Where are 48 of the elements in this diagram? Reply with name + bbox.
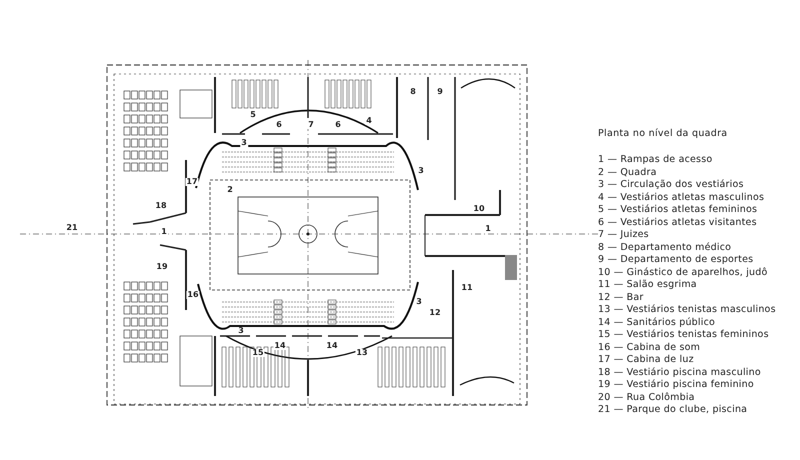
key-entry: 2 — Quadra (598, 168, 657, 177)
callout-number: 8 (409, 88, 417, 96)
callout-number: 9 (436, 88, 444, 96)
key-entry: 14 — Sanitários público (598, 318, 716, 327)
key-entry: 6 — Vestiários atletas visitantes (598, 218, 757, 227)
key-entry: 7 — Juizes (598, 230, 649, 240)
callout-number: 1 (484, 225, 492, 233)
key-entry: 9 — Departamento de esportes (598, 255, 754, 264)
callout-number: 21 (65, 224, 79, 232)
key-entry: 19 — Vestiário piscina feminino (598, 380, 754, 390)
callout-number: 5 (249, 111, 257, 119)
callout-number: 11 (460, 284, 474, 292)
callout-number: 3 (417, 167, 425, 175)
key-entry: 3 — Circulação dos vestiários (598, 180, 744, 190)
callout-number: 14 (325, 342, 339, 350)
callout-number: 14 (273, 342, 287, 350)
key-entry: 4 — Vestiários atletas masculinos (598, 192, 764, 202)
plan-title: Planta no nível da quadra (598, 128, 728, 139)
key-entry: 12 — Bar (598, 292, 644, 302)
callout-number: 13 (355, 349, 369, 357)
key-entry: 13 — Vestiários tenistas masculinos (598, 305, 776, 314)
callout-number: 3 (237, 327, 245, 335)
callout-number: 15 (251, 349, 265, 357)
callout-number: 16 (186, 291, 200, 299)
callout-number: 4 (365, 117, 373, 125)
key-entry: 16 — Cabina de som (598, 342, 700, 352)
callout-number: 17 (185, 178, 199, 186)
key-entry: 21 — Parque do clube, piscina (598, 405, 748, 414)
key-entry: 17 — Cabina de luz (598, 355, 694, 364)
callout-number: 6 (334, 121, 342, 129)
key-entry: 5 — Vestiários atletas femininos (598, 205, 758, 214)
callout-number: 3 (415, 298, 423, 306)
callout-number: 2 (226, 186, 234, 194)
key-entry: 15 — Vestiários tenistas femininos (598, 330, 769, 340)
callout-number: 18 (154, 202, 168, 210)
key-entry: 10 — Ginástico de aparelhos, judô (598, 268, 768, 277)
key-entry: 18 — Vestiário piscina masculino (598, 368, 761, 377)
callout-number: 6 (275, 121, 283, 129)
callout-number: 10 (472, 205, 486, 213)
callout-number: 7 (307, 121, 315, 129)
key-entry: 8 — Departamento médico (598, 242, 732, 252)
callout-number: 1 (160, 228, 168, 236)
key-entry: 1 — Rampas de acesso (598, 155, 712, 164)
callout-number: 12 (428, 309, 442, 317)
callout-number: 3 (240, 139, 248, 147)
key-entry: 11 — Salão esgrima (598, 280, 697, 290)
callout-number: 19 (155, 263, 169, 271)
key-entry: 20 — Rua Colômbia (598, 392, 695, 402)
